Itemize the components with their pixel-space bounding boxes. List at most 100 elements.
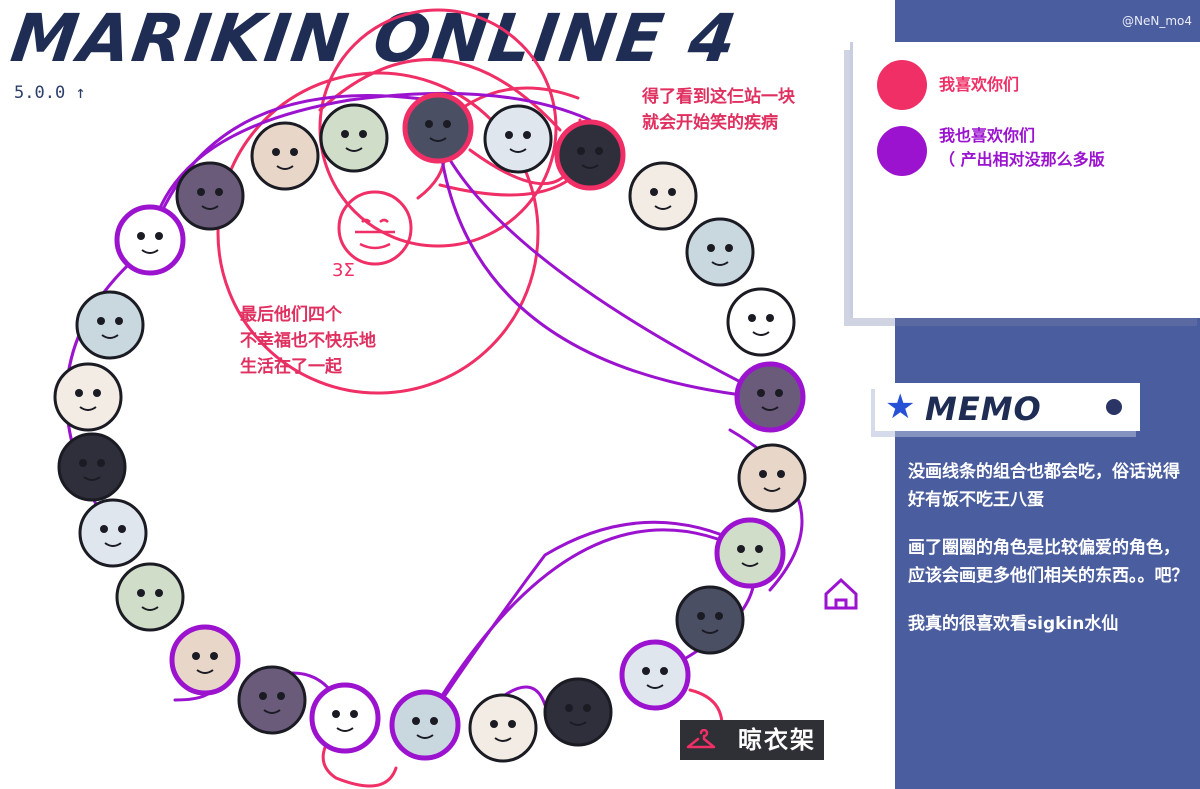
eye-icon bbox=[697, 612, 705, 620]
character-portrait-icon bbox=[468, 693, 538, 763]
memo-body: 没画线条的组合也都会吃，俗话说得好有饭不吃王八蛋 画了圈圈的角色是比较偏爱的角色… bbox=[908, 458, 1190, 658]
eye-icon bbox=[75, 389, 83, 397]
mouth-icon bbox=[581, 164, 599, 169]
mouth-icon bbox=[711, 261, 729, 266]
character-node[interactable] bbox=[402, 92, 474, 164]
mouth-icon bbox=[646, 684, 664, 689]
character-node[interactable] bbox=[737, 443, 807, 513]
character-portrait-icon bbox=[309, 682, 381, 754]
character-portrait-icon bbox=[57, 432, 127, 502]
eye-icon bbox=[341, 130, 349, 138]
sketch-doodle: 3Σ bbox=[332, 190, 858, 610]
legend-card: 我喜欢你们 我也喜欢你们 （ 产出相对没那么多版 bbox=[850, 42, 1200, 318]
eye-icon bbox=[155, 232, 163, 240]
eye-icon bbox=[425, 120, 433, 128]
character-node[interactable] bbox=[483, 104, 553, 174]
character-node[interactable] bbox=[114, 204, 186, 276]
character-node[interactable] bbox=[628, 161, 698, 231]
character-ring: 3Σ bbox=[53, 8, 858, 788]
mouth-icon bbox=[761, 406, 779, 411]
eye-icon bbox=[757, 389, 765, 397]
character-node[interactable] bbox=[53, 362, 123, 432]
character-node[interactable] bbox=[75, 290, 145, 360]
character-node[interactable] bbox=[78, 498, 148, 568]
mouth-icon bbox=[752, 331, 770, 336]
character-portrait-icon bbox=[483, 104, 553, 174]
character-node[interactable] bbox=[250, 121, 320, 191]
author-handle[interactable]: @NeN_mo4 bbox=[1121, 14, 1192, 28]
mouth-icon bbox=[101, 334, 119, 339]
eye-icon bbox=[210, 652, 218, 660]
mouth-icon bbox=[276, 165, 294, 170]
eye-icon bbox=[332, 710, 340, 718]
mouth-icon bbox=[509, 148, 527, 153]
character-node[interactable] bbox=[685, 217, 755, 287]
memo-tag: ★ MEMO bbox=[875, 383, 1140, 431]
character-node[interactable] bbox=[554, 119, 626, 191]
annotation-center: 最后他们四个 不幸福也不快乐地 生活在了一起 bbox=[240, 305, 376, 377]
character-portrait-icon bbox=[169, 624, 241, 696]
character-node[interactable] bbox=[734, 361, 806, 433]
mouth-icon bbox=[83, 476, 101, 481]
eye-icon bbox=[137, 232, 145, 240]
eye-icon bbox=[565, 704, 573, 712]
character-portrait-icon bbox=[389, 689, 461, 761]
eye-icon bbox=[737, 545, 745, 553]
eye-icon bbox=[777, 470, 785, 478]
relationship-line bbox=[503, 685, 547, 707]
character-node[interactable] bbox=[319, 103, 389, 173]
character-portrait-icon bbox=[78, 498, 148, 568]
mouth-icon bbox=[263, 709, 281, 714]
character-node[interactable] bbox=[309, 682, 381, 754]
eye-icon bbox=[100, 525, 108, 533]
character-node[interactable] bbox=[169, 624, 241, 696]
mouth-icon bbox=[494, 737, 512, 742]
eye-icon bbox=[118, 525, 126, 533]
hanger-tag[interactable]: 晾衣架 bbox=[680, 720, 824, 760]
character-node[interactable] bbox=[726, 287, 796, 357]
mouth-icon bbox=[654, 205, 672, 210]
eye-icon bbox=[359, 130, 367, 138]
character-portrait-icon bbox=[675, 585, 745, 655]
character-node[interactable] bbox=[619, 639, 691, 711]
character-node[interactable] bbox=[175, 161, 245, 231]
eye-icon bbox=[350, 710, 358, 718]
mouth-icon bbox=[701, 629, 719, 634]
character-node[interactable] bbox=[675, 585, 745, 655]
eye-icon bbox=[115, 317, 123, 325]
eye-icon bbox=[650, 188, 658, 196]
eye-icon bbox=[197, 188, 205, 196]
character-node[interactable] bbox=[714, 517, 786, 589]
memo-paragraph: 没画线条的组合也都会吃，俗话说得好有饭不吃王八蛋 bbox=[908, 462, 1180, 510]
memo-paragraph: 画了圈圈的角色是比较偏爱的角色，应该会画更多他们相关的东西。。吧？ bbox=[908, 538, 1189, 586]
title-stripe bbox=[0, 40, 850, 45]
character-node[interactable] bbox=[57, 432, 127, 502]
relationship-line bbox=[216, 71, 540, 395]
eye-icon bbox=[490, 720, 498, 728]
mouth-icon bbox=[763, 487, 781, 492]
eye-icon bbox=[523, 131, 531, 139]
eye-icon bbox=[290, 148, 298, 156]
pink-legend-text: 我喜欢你们 bbox=[939, 75, 1020, 94]
character-node[interactable] bbox=[543, 677, 613, 747]
relationship-line bbox=[436, 126, 770, 400]
eye-icon bbox=[755, 545, 763, 553]
eye-icon bbox=[715, 612, 723, 620]
character-node[interactable] bbox=[237, 665, 307, 735]
eye-icon bbox=[595, 147, 603, 155]
eye-icon bbox=[155, 589, 163, 597]
pink-legend-dot bbox=[877, 60, 927, 110]
star-icon: ★ bbox=[885, 387, 916, 427]
eye-icon bbox=[759, 470, 767, 478]
relationship-line bbox=[423, 528, 752, 725]
eye-icon bbox=[766, 314, 774, 322]
character-node[interactable] bbox=[468, 693, 538, 763]
character-node[interactable] bbox=[115, 562, 185, 632]
character-portrait-icon bbox=[726, 287, 796, 357]
eye-icon bbox=[505, 131, 513, 139]
mouth-icon bbox=[201, 205, 219, 210]
mouth-icon bbox=[429, 137, 447, 142]
character-node[interactable] bbox=[389, 689, 461, 761]
eye-icon bbox=[97, 317, 105, 325]
